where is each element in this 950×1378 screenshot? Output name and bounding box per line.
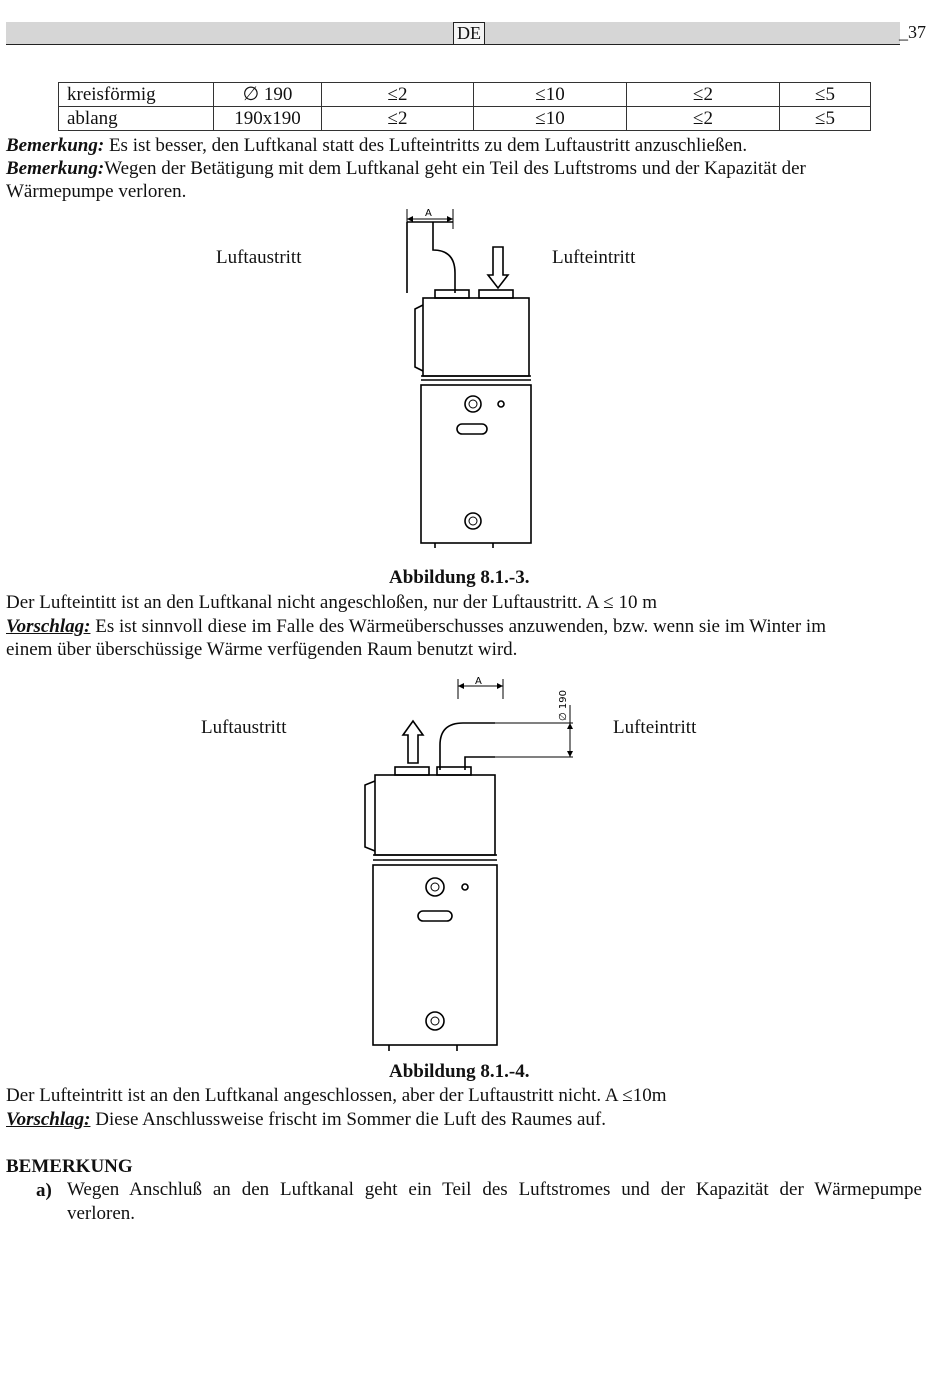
table-cell: ablang bbox=[58, 106, 214, 131]
table-cell: ≤5 bbox=[779, 106, 871, 131]
inlet-arrow bbox=[486, 246, 510, 290]
fig2-label-inlet: Lufteintritt bbox=[613, 717, 697, 738]
dim-label: A bbox=[475, 676, 482, 687]
fig2-label-outlet: Luftaustritt bbox=[201, 717, 287, 738]
table-row: kreisförmig ∅ 190 ≤2 ≤10 ≤2 ≤5 bbox=[58, 82, 871, 107]
remark-2: Bemerkung:Wegen der Betätigung mit dem L… bbox=[6, 157, 806, 180]
table-cell: ≤2 bbox=[321, 106, 474, 131]
table-row: ablang 190x190 ≤2 ≤10 ≤2 ≤5 bbox=[58, 106, 871, 131]
fan-unit bbox=[422, 297, 530, 377]
dimension-a: A bbox=[406, 208, 454, 229]
fig1-description: Der Lufteintitt ist an den Luftkanal nic… bbox=[6, 592, 657, 613]
duct-spec-table: kreisförmig ∅ 190 ≤2 ≤10 ≤2 ≤5 ablang 19… bbox=[58, 82, 871, 131]
fig2-suggestion-label: Vorschlag: bbox=[6, 1109, 91, 1130]
fig1-suggestion-cont: einem über überschüssige Wärme verfügend… bbox=[6, 639, 518, 660]
language-tag: DE bbox=[453, 22, 485, 45]
fig1-suggestion: Vorschlag: Es ist sinnvoll diese im Fall… bbox=[6, 615, 826, 638]
remark-1: Bemerkung: Es ist besser, den Luftkanal … bbox=[6, 134, 747, 157]
dimension-a: A bbox=[457, 676, 504, 699]
fig2-caption: Abbildung 8.1.-4. bbox=[389, 1061, 530, 1082]
note-item-text: Wegen Anschluß an den Luftkanal geht ein… bbox=[67, 1179, 922, 1200]
fig2-suggestion-text: Diese Anschlussweise frischt im Sommer d… bbox=[90, 1109, 607, 1130]
fig1-suggestion-label: Vorschlag: bbox=[6, 616, 91, 637]
table-cell: ∅ 190 bbox=[213, 82, 322, 107]
table-cell: ≤5 bbox=[779, 82, 871, 107]
note-heading: BEMERKUNG bbox=[6, 1156, 133, 1177]
fan-unit bbox=[374, 774, 496, 856]
fig1-caption: Abbildung 8.1.-3. bbox=[389, 567, 530, 588]
table-cell: ≤10 bbox=[473, 106, 627, 131]
fig1-suggestion-text: Es ist sinnvoll diese im Falle des Wärme… bbox=[90, 616, 826, 637]
tank-body bbox=[420, 384, 532, 544]
fig1-label-outlet: Luftaustritt bbox=[216, 247, 302, 268]
fig1-label-inlet: Lufteintritt bbox=[552, 247, 636, 268]
table-cell: 190x190 bbox=[213, 106, 322, 131]
note-item-cont: verloren. bbox=[67, 1203, 136, 1224]
inlet-duct bbox=[439, 722, 495, 770]
note-item-marker: a) bbox=[36, 1180, 52, 1201]
remark-2-cont: Wärmepumpe verloren. bbox=[6, 181, 187, 202]
heat-pump-drawing-2: A ∅ 190 bbox=[364, 676, 573, 1051]
tank-body bbox=[372, 864, 498, 1046]
table-cell: ≤2 bbox=[626, 106, 780, 131]
table-cell: ≤2 bbox=[626, 82, 780, 107]
remark-2-label: Bemerkung: bbox=[6, 158, 105, 179]
outlet-duct bbox=[406, 222, 456, 293]
remark-2-text: Wegen der Betätigung mit dem Luftkanal g… bbox=[104, 158, 806, 179]
fig2-suggestion: Vorschlag: Diese Anschlussweise frischt … bbox=[6, 1108, 606, 1131]
fig2-description: Der Lufteintritt ist an den Luftkanal an… bbox=[6, 1085, 667, 1106]
dimension-diameter: ∅ 190 bbox=[495, 690, 573, 758]
table-cell: ≤10 bbox=[473, 82, 627, 107]
table-cell: kreisförmig bbox=[58, 82, 214, 107]
table-cell: ≤2 bbox=[321, 82, 474, 107]
page-number: _37 bbox=[899, 22, 926, 42]
remark-1-label: Bemerkung: bbox=[6, 135, 105, 156]
dim-label: A bbox=[425, 208, 432, 219]
remark-1-text: Es ist besser, den Luftkanal statt des L… bbox=[104, 135, 748, 156]
outlet-arrow bbox=[401, 719, 425, 764]
dia-label: ∅ 190 bbox=[558, 690, 569, 721]
heat-pump-drawing-1: A bbox=[406, 208, 532, 548]
